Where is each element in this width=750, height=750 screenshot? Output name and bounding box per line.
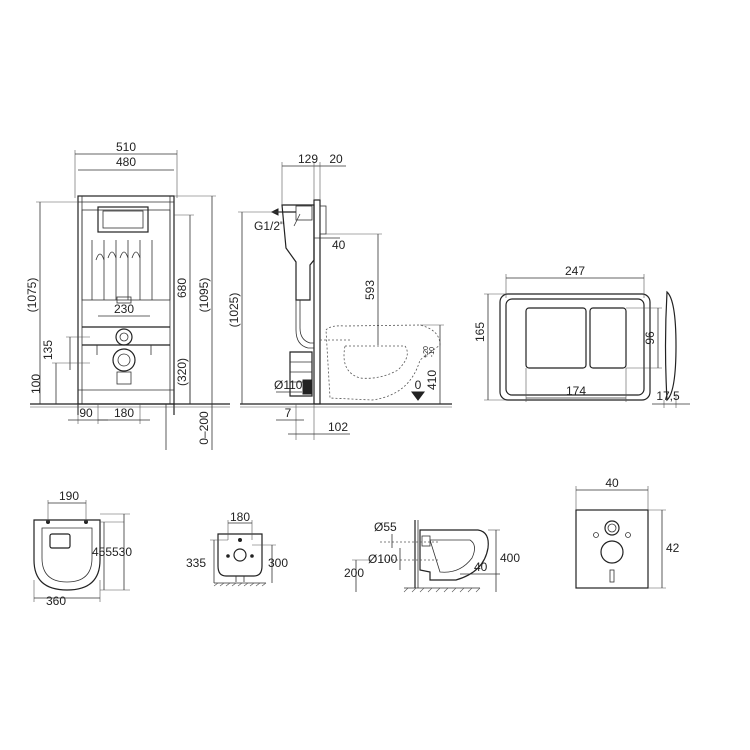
frame-front-view: 510 480 (1075) (1095) 680 (320) 230 135 … — [25, 140, 230, 450]
water-inlet — [115, 328, 133, 346]
dim-230: 230 — [114, 302, 134, 316]
bowl-side-outline — [419, 529, 489, 581]
dim-680: 680 — [175, 278, 189, 298]
dim-360: 360 — [46, 594, 66, 608]
dim-d55: Ø55 — [374, 520, 397, 534]
dim-247: 247 — [565, 264, 585, 278]
dim-180: 180 — [114, 406, 134, 420]
wall-plate: 40 42 — [575, 476, 680, 589]
dim-593: 593 — [363, 280, 377, 300]
bowl-front-outline — [217, 533, 263, 577]
floor-marker — [411, 391, 425, 401]
dim-d110: Ø110 — [274, 378, 303, 392]
dim-174: 174 — [566, 384, 586, 398]
bowl-outline-dashed — [325, 324, 441, 401]
dim-96: 96 — [643, 331, 657, 345]
dim-17-5: 17,5 — [656, 389, 680, 403]
plate-side-profile — [664, 290, 677, 402]
dim-1025: (1025) — [227, 293, 241, 328]
dim-135: 135 — [41, 340, 55, 360]
dim-480: 480 — [116, 155, 136, 169]
drain-hole — [600, 540, 624, 564]
dim-100: 100 — [29, 374, 43, 394]
dim-20: 20 — [329, 152, 343, 166]
dim-400: 400 — [500, 551, 520, 565]
dim-42: 42 — [666, 541, 680, 555]
dim-190: 190 — [59, 489, 79, 503]
flush-valve-block — [97, 206, 149, 233]
floor-mark-label: 0 — [415, 378, 422, 392]
drain-outlet — [112, 348, 136, 372]
flush-button-large — [525, 307, 587, 369]
dim-129: 129 — [298, 152, 318, 166]
dim-40-side: 40 — [332, 238, 346, 252]
dim-200-side: 200 — [344, 566, 364, 580]
cistern — [81, 209, 171, 301]
dim-7: 7 — [285, 406, 292, 420]
dim-40-plate: 40 — [605, 476, 619, 490]
flush-button-small — [589, 307, 627, 369]
flush-plate: 247 165 96 174 17,5 — [473, 264, 690, 408]
bowl-side-view: Ø55 Ø100 200 400 40 — [344, 520, 520, 593]
dim-90: 90 — [79, 406, 93, 420]
wall-plate-outline — [575, 509, 649, 589]
bowl-top-outline — [33, 519, 101, 591]
dim-0-200: 0–200 — [197, 411, 211, 445]
dim-530: 530 — [112, 545, 132, 559]
dim-510: 510 — [116, 140, 136, 154]
dim-1075: (1075) — [25, 278, 39, 313]
drain-pipe — [289, 351, 313, 397]
dim-d100: Ø100 — [368, 552, 398, 566]
cistern-side — [281, 204, 315, 301]
thread-label: G1/2" — [254, 219, 284, 233]
tolerance-lower: -10 — [429, 347, 436, 357]
plate-outline — [499, 293, 651, 401]
dim-300: 300 — [268, 556, 288, 570]
dim-410: 410 — [425, 370, 439, 390]
dim-165: 165 — [473, 322, 487, 342]
dim-320: (320) — [175, 358, 189, 386]
dim-335: 335 — [186, 556, 206, 570]
tolerance-upper: +20 — [423, 346, 430, 358]
dim-455: 455 — [92, 545, 112, 559]
frame-profile — [313, 199, 321, 405]
dim-40-bowl: 40 — [474, 560, 488, 574]
dim-1095: (1095) — [197, 278, 211, 313]
dim-102: 102 — [328, 420, 348, 434]
dim-180-front: 180 — [230, 510, 250, 524]
bowl-top-view: 190 455 530 360 — [33, 489, 132, 608]
bowl-front-view: 180 335 300 — [186, 510, 288, 587]
frame-side-view: 0 129 20 G1/2" 40 (1025) 593 410 +20 -10… — [227, 152, 452, 440]
